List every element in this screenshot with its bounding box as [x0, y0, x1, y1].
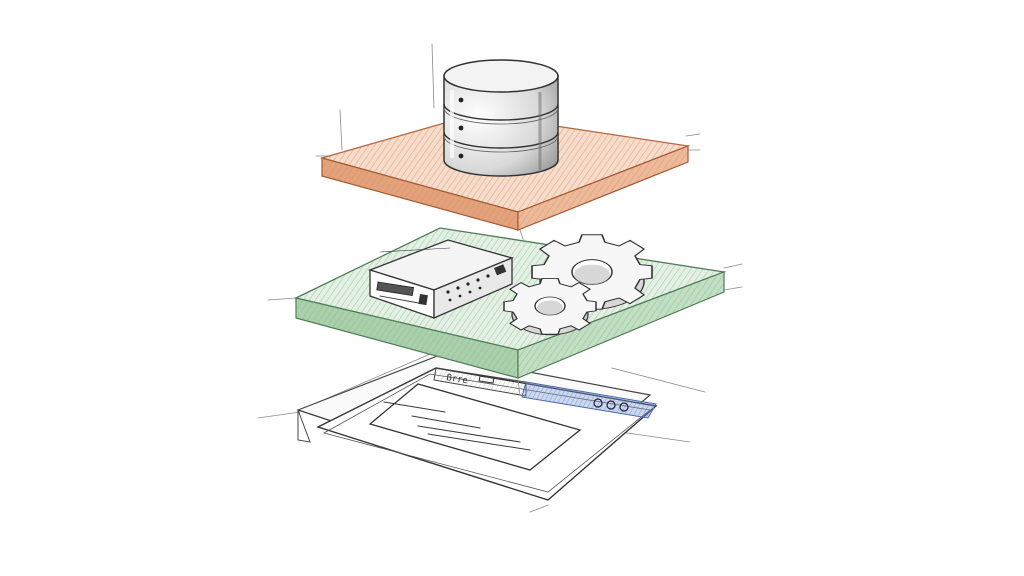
browser-window-icon: Brre [316, 367, 658, 501]
presentation-layer: Brre [257, 351, 706, 513]
database-icon [443, 59, 559, 177]
logic-layer [267, 227, 743, 396]
data-layer [315, 43, 701, 243]
server-icon [368, 239, 514, 319]
gears-icon [503, 234, 653, 336]
window-header-text: Brre [446, 373, 469, 386]
